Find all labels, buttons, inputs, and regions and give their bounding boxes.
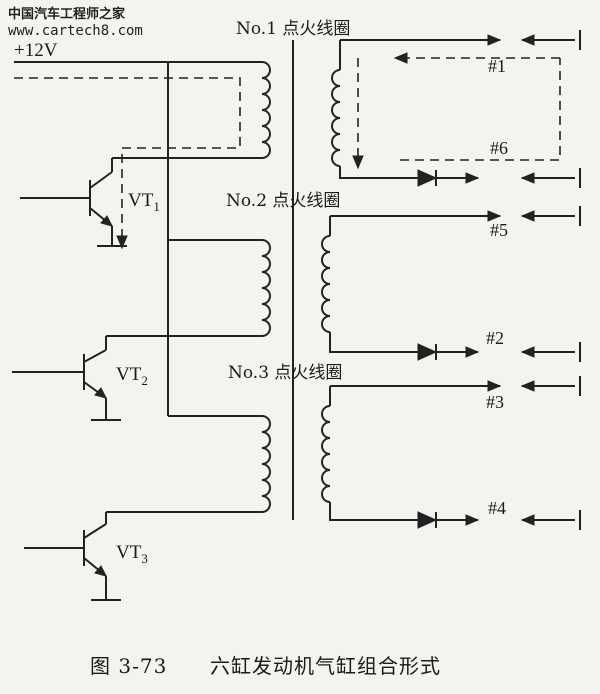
coil-label-3: No.3 点火线圈 [228, 363, 343, 383]
secondary-coil-2 [321, 235, 331, 333]
watermark-line1: 中国汽车工程师之家 [8, 7, 126, 22]
supply-voltage-label: +12V [14, 40, 58, 61]
transistor-vt3 [24, 523, 121, 601]
spark-plug-1 [520, 30, 581, 50]
secondary-coil-3 [321, 405, 331, 503]
transistor-label-vt2: VT2 [116, 364, 148, 388]
figure-caption: 图 3-73 六缸发动机气缸组合形式 [90, 650, 441, 679]
cylinder-label-6: #6 [490, 138, 508, 158]
diode-1 [417, 169, 438, 187]
primary-coil-3 [261, 415, 271, 513]
transistor-label-vt3: VT3 [116, 542, 148, 566]
figure-number: 图 3-73 [90, 654, 168, 678]
coil-label-2: No.2 点火线圈 [226, 191, 341, 211]
primary-current-arrow [116, 235, 128, 250]
cylinder-label-3: #3 [486, 392, 504, 412]
cylinder-label-4: #4 [488, 498, 506, 518]
spark-plug-6 [520, 168, 581, 188]
spark-plug-2 [520, 342, 581, 362]
watermark: 中国汽车工程师之家 www.cartech8.com [8, 6, 143, 40]
cylinder-label-2: #2 [486, 328, 504, 348]
coil-label-1: No.1 点火线圈 [236, 19, 351, 39]
secondary-current-path [400, 58, 561, 161]
spark-plug-5 [520, 206, 581, 226]
transistor-vt1 [20, 171, 127, 247]
figure-title: 六缸发动机气缸组合形式 [210, 654, 442, 678]
cylinder-label-1: #1 [488, 56, 506, 76]
diode-2 [417, 343, 438, 361]
watermark-line2: www.cartech8.com [8, 23, 143, 39]
spark-plug-3 [520, 376, 581, 396]
primary-coil-2 [261, 239, 271, 337]
primary-current-path [14, 77, 241, 240]
primary-coil-1 [261, 61, 271, 159]
secondary-coil-1 [331, 69, 341, 167]
transistor-label-vt1: VT1 [128, 190, 160, 214]
diode-3 [417, 511, 438, 529]
transistor-vt2 [12, 349, 121, 421]
spark-plug-4 [520, 510, 581, 530]
cylinder-label-5: #5 [490, 220, 508, 240]
